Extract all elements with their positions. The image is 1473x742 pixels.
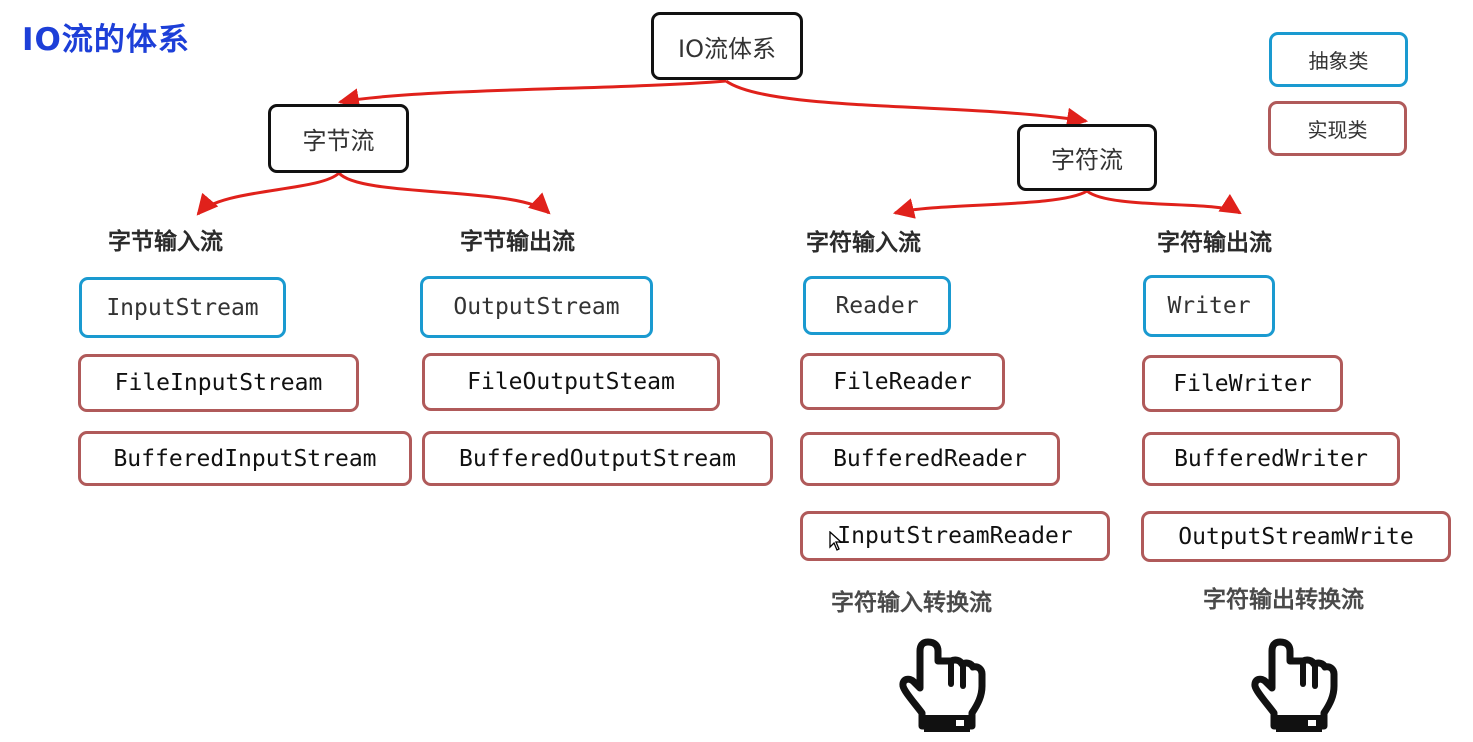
char-input-category: 字符输入流 — [806, 230, 921, 256]
arrow-root-to-char — [725, 79, 1089, 129]
buffered-output-stream-box: BufferedOutputStream — [422, 431, 773, 486]
file-reader-box: FileReader — [800, 353, 1005, 410]
writer-box: Writer — [1143, 275, 1275, 337]
char-stream-label: 字符流 — [1051, 146, 1123, 174]
output-stream-box: OutputStream — [420, 276, 653, 338]
arrow-char-to-input — [892, 189, 1088, 219]
mouse-cursor-icon — [829, 531, 843, 551]
hand-pointer-icon — [899, 638, 986, 732]
output-stream-write-box: OutputStreamWrite — [1141, 511, 1451, 562]
file-writer-box: FileWriter — [1142, 355, 1343, 412]
buffered-input-stream-box: BufferedInputStream — [78, 431, 412, 486]
reader-box: Reader — [803, 276, 951, 335]
byte-input-category: 字节输入流 — [108, 229, 223, 255]
arrow-char-to-output — [1086, 189, 1242, 215]
input-stream-box: InputStream — [79, 277, 286, 338]
hand-pointer-icon — [1251, 638, 1338, 732]
arrow-root-to-byte — [337, 79, 727, 110]
char-output-category: 字符输出流 — [1157, 230, 1272, 256]
legend-abstract: 抽象类 — [1269, 32, 1408, 87]
legend-impl: 实现类 — [1268, 101, 1407, 156]
page-title: IO流的体系 — [22, 22, 190, 58]
char-output-conversion-label: 字符输出转换流 — [1203, 587, 1364, 613]
arrow-byte-to-output — [337, 171, 551, 215]
buffered-writer-box: BufferedWriter — [1142, 432, 1400, 486]
char-input-conversion-label: 字符输入转换流 — [831, 590, 992, 616]
legend-impl-label: 实现类 — [1307, 118, 1368, 142]
root-node-label: IO流体系 — [678, 34, 776, 63]
legend-abstract-label: 抽象类 — [1308, 49, 1369, 73]
input-stream-reader-box: InputStreamReader — [800, 511, 1110, 561]
byte-output-category: 字节输出流 — [460, 229, 575, 255]
buffered-reader-box: BufferedReader — [800, 432, 1060, 486]
byte-stream-node: 字节流 — [268, 104, 409, 173]
root-node: IO流体系 — [651, 12, 803, 80]
arrow-byte-to-input — [196, 171, 341, 216]
char-stream-node: 字符流 — [1017, 124, 1157, 191]
file-input-stream-box: FileInputStream — [78, 354, 359, 412]
byte-stream-label: 字节流 — [302, 127, 375, 155]
file-output-steam-box: FileOutputSteam — [422, 353, 720, 411]
